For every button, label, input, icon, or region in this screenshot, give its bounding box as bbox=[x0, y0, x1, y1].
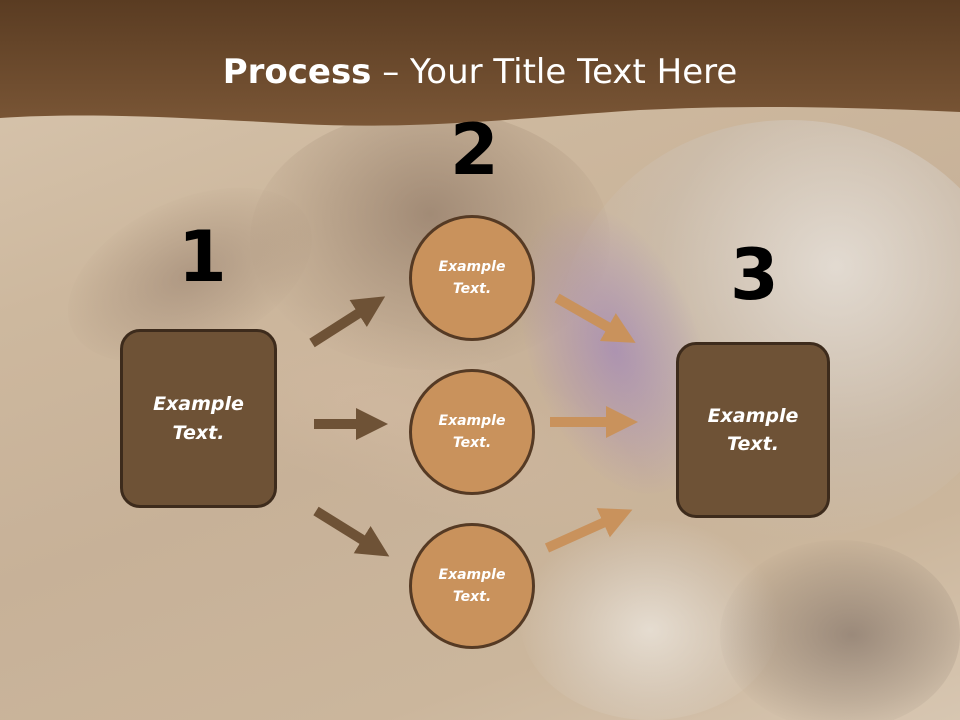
title-rest: – Your Title Text Here bbox=[371, 52, 738, 92]
step-box-1: Example Text. bbox=[120, 329, 277, 508]
arrow-circle1-to-box3 bbox=[554, 293, 636, 343]
step-circle-3: Example Text. bbox=[409, 523, 535, 649]
step-circle-1: Example Text. bbox=[409, 215, 535, 341]
step-circle-1-label: Example Text. bbox=[438, 258, 506, 297]
step-circle-2: Example Text. bbox=[409, 369, 535, 495]
step-circle-3-label: Example Text. bbox=[438, 566, 506, 605]
step-number-2: 2 bbox=[450, 109, 499, 191]
page-title: Process – Your Title Text Here bbox=[0, 52, 960, 92]
background-photo-fur bbox=[520, 520, 780, 720]
step-box-3-label: Example Text. bbox=[707, 404, 799, 456]
step-circle-2-label: Example Text. bbox=[438, 412, 506, 451]
step-box-1-label: Example Text. bbox=[153, 393, 244, 444]
step-box-3: Example Text. bbox=[676, 342, 830, 518]
arrow-circle3-to-box3 bbox=[544, 508, 633, 553]
arrow-box1-to-circle1 bbox=[309, 296, 386, 348]
arrow-box1-to-circle3 bbox=[313, 506, 390, 557]
step-number-1: 1 bbox=[178, 216, 227, 298]
title-bold: Process bbox=[222, 52, 372, 92]
step-number-3: 3 bbox=[730, 234, 779, 316]
header-band bbox=[0, 0, 960, 126]
background-photo-hair bbox=[720, 540, 960, 720]
